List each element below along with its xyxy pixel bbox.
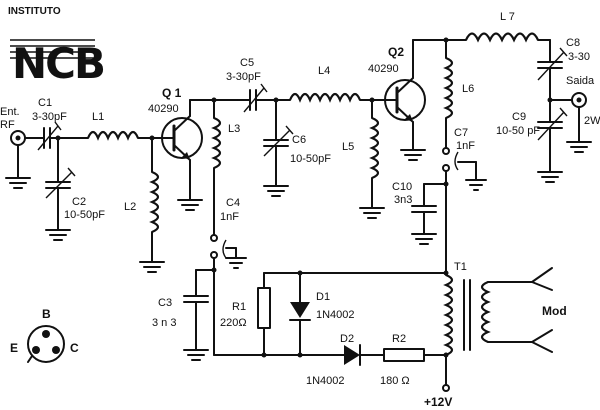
l1-label: L1 [92,111,104,123]
pin-c-label: C [70,341,79,355]
logo-main-text: NCB [12,39,104,88]
resistor-r2 [383,348,447,362]
q2-part: 40290 [368,63,399,75]
d2-label: D2 [340,333,354,345]
pin-e-label: E [10,341,18,355]
c7-label: C7 [454,127,468,139]
diode-d1 [289,272,311,356]
capacitor-c4 [210,234,247,269]
c2-label: C2 [72,196,86,208]
transistor-q1 [161,99,203,211]
capacitor-c8 [537,39,568,101]
q1-label: Q 1 [162,86,182,100]
q2-label: Q2 [388,45,404,59]
capacitor-c2 [45,137,76,241]
c3-label: C3 [158,297,172,309]
supply-label: +12V [424,395,452,409]
output-power: 2W [584,115,600,127]
logo: INSTITUTO NCB [8,6,106,88]
l7-label: L 7 [500,11,515,23]
d1-label: D1 [316,291,330,303]
r2-label: R2 [392,333,406,345]
capacitor-c5 [237,83,277,113]
inductor-l2 [149,170,160,234]
input-label-1: Ent. [0,106,20,118]
mod-label: Mod [542,304,567,318]
q1-part: 40290 [148,103,179,115]
capacitor-c1 [37,121,62,151]
inductor-l3 [211,116,222,170]
rf-output-connector [566,92,592,153]
capacitor-c7 [442,147,487,191]
capacitor-c9 [537,99,568,183]
d1-part: 1N4002 [316,309,355,321]
c5-label: C5 [240,57,254,69]
c6-label: C6 [292,134,306,146]
c4-value: 1nF [220,211,239,223]
t1-label: T1 [454,261,467,273]
d2-part: 1N4002 [306,375,345,387]
c6-value: 10-50pF [290,153,331,165]
c10-label: C10 [392,181,412,193]
c4-label: C4 [226,197,240,209]
l3-label: L3 [228,123,240,135]
l2-label: L2 [124,201,136,213]
output-label: Saida [566,75,595,87]
c10-value: 3n3 [394,194,412,206]
inductor-l1 [86,130,140,141]
inductor-l7 [465,32,539,43]
c5-value: 3-30pF [226,71,261,83]
diode-d2 [333,344,385,366]
capacitor-c3 [183,269,215,361]
supply-terminal [442,384,450,392]
l5-label: L5 [342,141,354,153]
input-label-2: RF [0,119,15,131]
r1-value: 220Ω [220,317,247,329]
c8-label: C8 [566,37,580,49]
r1-label: R1 [232,301,246,313]
c2-value: 10-50pF [64,209,105,221]
capacitor-c6 [263,99,294,197]
inductor-l5 [369,116,380,180]
c1-label: C1 [38,97,52,109]
c9-label: C9 [512,111,526,123]
transformer-t1 [443,267,553,357]
l6-label: L6 [462,83,474,95]
capacitor-c10 [411,183,447,245]
c9-value: 10-50 pF [496,125,540,137]
c3-value: 3 n 3 [152,317,176,329]
l4-label: L4 [318,65,330,77]
inductor-l6 [443,56,454,120]
pin-b-label: B [42,307,51,321]
resistor-r1 [257,272,271,356]
logo-top-text: INSTITUTO [8,6,61,17]
transistor-q2 [384,39,426,161]
transistor-pinout [27,325,65,363]
c1-value: 3-30pF [32,111,67,123]
inductor-l4 [288,92,362,103]
rf-input-connector [5,130,39,189]
c7-value: 1nF [456,140,475,152]
c8-value: 3-30 [568,51,590,63]
r2-value: 180 Ω [380,375,410,387]
